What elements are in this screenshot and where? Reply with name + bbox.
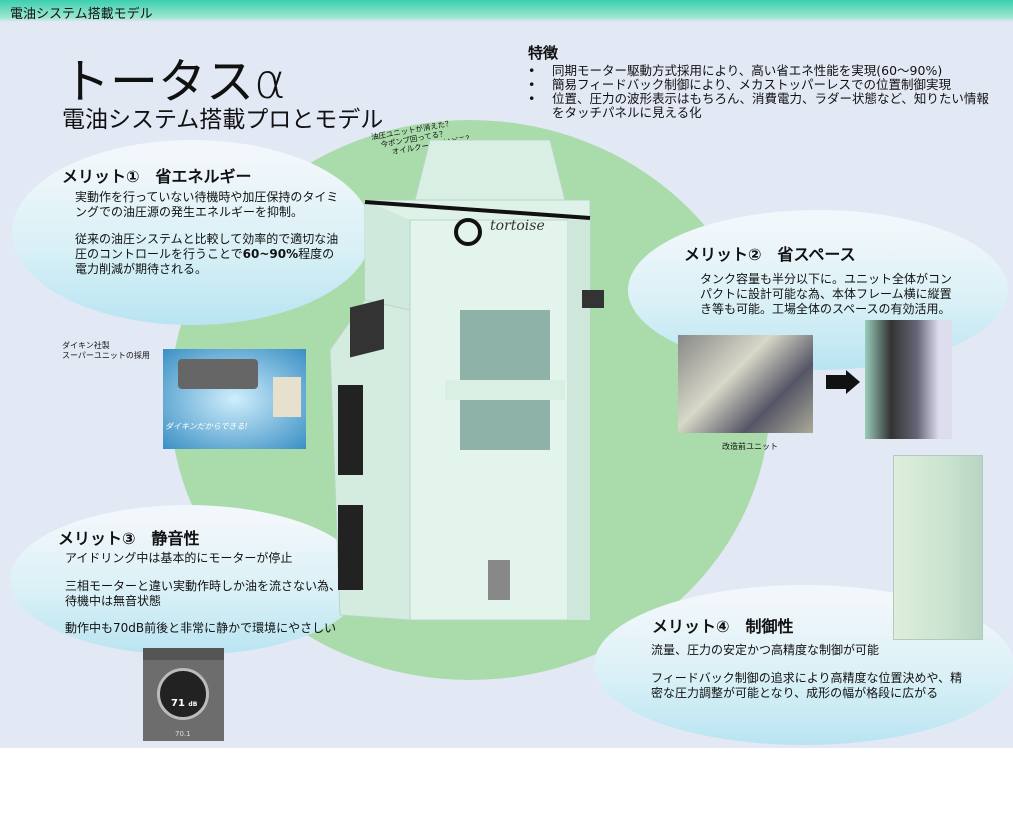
sound-meter-screenshot: 71 dB 70.1 xyxy=(143,648,224,741)
daikin-caption-line: ダイキン社製 xyxy=(62,341,110,350)
press-machine-image: tortoise xyxy=(329,140,604,621)
merit1-text1: 実動作を行っていない待機時や加圧保持のタイミングでの油圧源の発生エネルギーを抑制… xyxy=(75,190,339,219)
merit1-highlight: 60~90% xyxy=(242,247,299,261)
daikin-unit-photo: ダイキンだからできる! xyxy=(163,349,306,449)
merit3-text1: アイドリング中は基本的にモーターが停止 xyxy=(65,551,293,565)
page-subtitle: 電油システム搭載プロとモデル xyxy=(62,107,384,133)
daikin-photo-text: ダイキンだからできる! xyxy=(165,422,248,431)
meter-value: 71 xyxy=(171,698,185,709)
header-bar: 電油システム搭載モデル xyxy=(0,0,1013,22)
header-title: 電油システム搭載モデル xyxy=(10,7,153,22)
merit3-bubble xyxy=(10,505,365,655)
merit1-text2c: 程度の電力削減が期待される。 xyxy=(75,247,335,276)
compact-unit-photo xyxy=(893,455,983,640)
merit2-title: メリット② 省スペース xyxy=(684,245,856,264)
after-unit-photo xyxy=(865,320,952,439)
features-heading: 特徴 xyxy=(528,44,559,62)
merit4-text2: フィードバック制御の追求により高精度な位置決めや、精密な圧力調整が可能となり、成… xyxy=(651,671,963,700)
slide: 電油システム搭載モデル トータスα 電油システム搭載プロとモデル 特徴 同期モー… xyxy=(0,0,1013,748)
before-unit-photo xyxy=(678,335,813,433)
feature-item: 位置、圧力の波形表示はもちろん、消費電力、ラダー状態など、知りたい情報をタッチパ… xyxy=(528,92,998,120)
meter-unit: dB xyxy=(188,701,198,708)
feature-item: 簡易フィードバック制御により、メカストッパーレスでの位置制御実現 xyxy=(528,78,998,93)
merit1-text2: 従来の油圧システムと比較して効率的で適切な油圧のコントロールを行うことで60~9… xyxy=(75,232,340,277)
features: 特徴 同期モーター駆動方式採用により、高い省エネ性能を実現(60～90%) 簡易… xyxy=(528,46,998,120)
daikin-caption: ダイキン社製スーパーユニットの採用 xyxy=(62,341,150,361)
machine-logo: tortoise xyxy=(490,218,545,234)
merit2-text: タンク容量も半分以下に。ユニット全体がコンパクトに設計可能な為、本体フレーム横に… xyxy=(700,272,953,316)
merit3-title: メリット③ 静音性 xyxy=(58,529,200,548)
merit1-bubble xyxy=(12,140,372,325)
page-title: トータスα xyxy=(62,54,286,110)
merit3-text3: 動作中も70dB前後と非常に静かで環境にやさしい xyxy=(65,621,337,635)
daikin-caption-line: スーパーユニットの採用 xyxy=(62,351,150,360)
before-unit-caption: 改造前ユニット xyxy=(722,442,778,451)
merit3-text2: 三相モーターと違い実動作時しか油を流さない為、待機中は無音状態 xyxy=(65,579,342,608)
merit1-text2a: 従来の油圧システムと比較して効率的で適切な油圧のコントロールを行うことで xyxy=(75,232,339,261)
merit4-text1: 流量、圧力の安定かつ高精度な制御が可能 xyxy=(651,643,880,657)
meter-average: 70.1 xyxy=(175,730,191,738)
merit1-title: メリット① 省エネルギー xyxy=(62,167,252,186)
arrow-right-icon xyxy=(826,375,846,389)
arrow-head-icon xyxy=(846,370,860,394)
feature-item: 同期モーター駆動方式採用により、高い省エネ性能を実現(60～90%) xyxy=(528,64,998,79)
merit4-title: メリット④ 制御性 xyxy=(652,617,794,636)
